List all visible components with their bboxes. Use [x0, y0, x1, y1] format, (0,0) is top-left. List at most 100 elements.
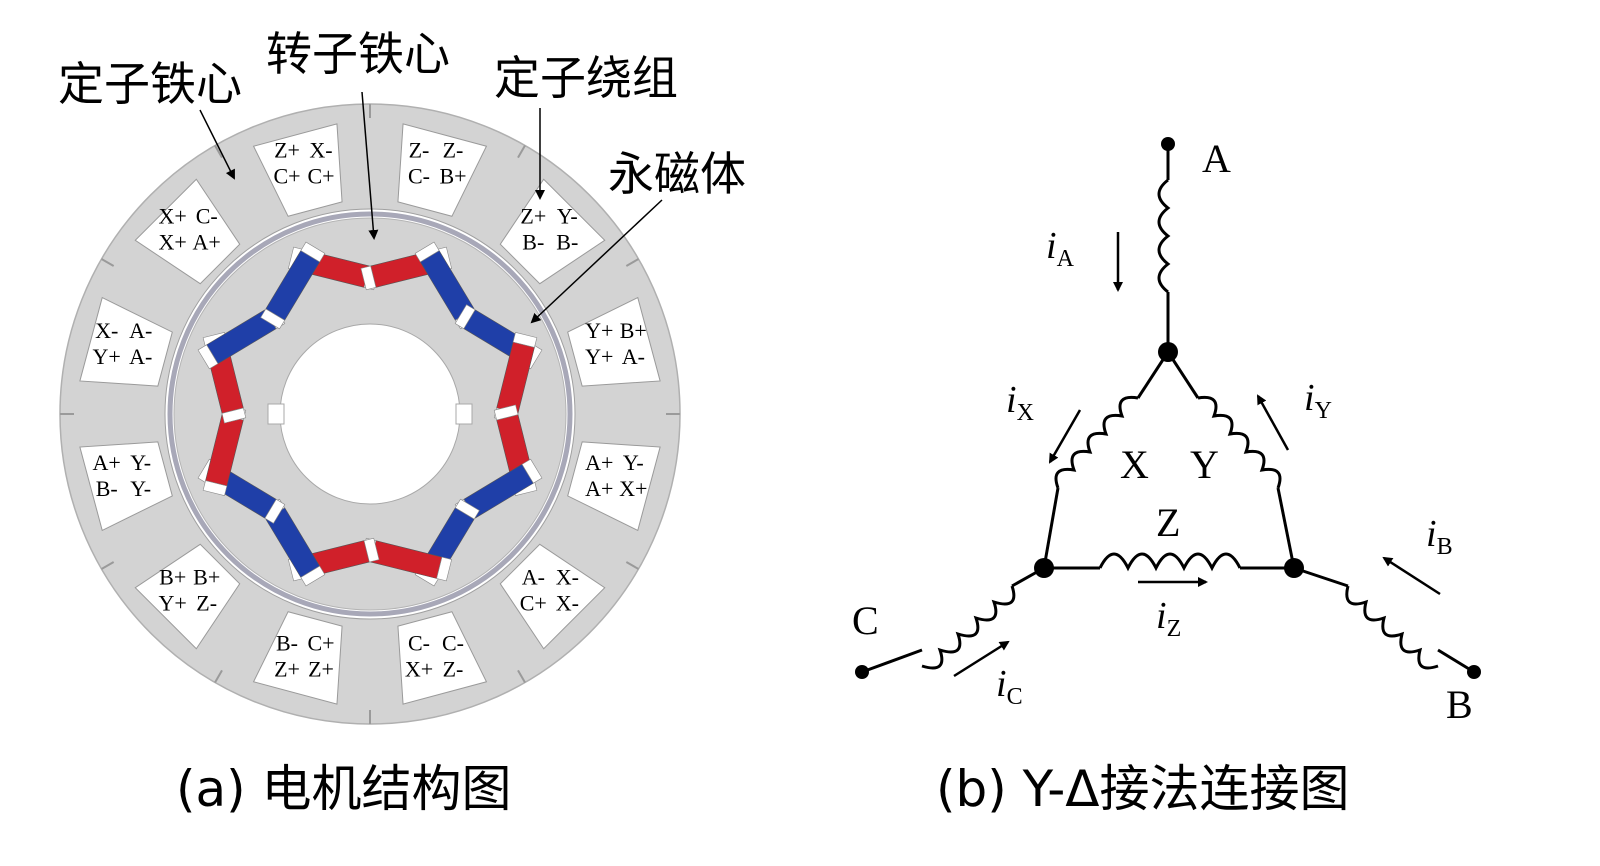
slot-winding-label: Z+ — [274, 656, 300, 681]
magnet-barrier — [512, 331, 538, 348]
stator-slot — [134, 178, 241, 285]
slot-winding-label: Y+ — [159, 590, 187, 615]
current-iz-label: iZ — [1156, 595, 1181, 642]
coil-y — [1197, 395, 1282, 489]
magnet-barrier — [260, 308, 286, 330]
arrow-ix — [1048, 409, 1082, 464]
stator-slot — [567, 441, 661, 532]
coil-b — [1345, 585, 1439, 670]
shaft-hole — [279, 323, 461, 505]
outer-notch — [517, 669, 526, 683]
slot-winding-label: Z+ — [520, 204, 546, 229]
magnet-barrier — [414, 241, 440, 263]
outer-notch — [214, 669, 223, 683]
slot-winding-label: Z- — [443, 138, 464, 163]
arrow-permanent-magnet — [530, 199, 663, 324]
stator-slot — [499, 178, 606, 285]
stator-slot — [567, 296, 661, 387]
label-rotor-core: 转子铁心 — [266, 27, 450, 81]
slot-winding-label: A+ — [193, 230, 221, 255]
slot-winding-label: Y+ — [585, 318, 613, 343]
slot-winding-label: B- — [276, 630, 298, 655]
slot-winding-label: X- — [556, 564, 579, 589]
slot-winding-label: B- — [522, 230, 544, 255]
slot-winding-label: B+ — [620, 318, 647, 343]
wire-c-out — [861, 648, 923, 674]
node-c — [1034, 558, 1054, 578]
magnet-barrier — [202, 480, 228, 497]
outer-notch — [517, 145, 526, 159]
magnet-barrier — [454, 498, 480, 520]
wire-y-bottom — [1276, 487, 1296, 569]
magnet-barrier — [360, 265, 377, 291]
slot-winding-label: A+ — [585, 476, 613, 501]
permanent-magnet — [260, 241, 326, 330]
slot-winding-label: X+ — [159, 230, 187, 255]
terminal-a-label: A — [1202, 136, 1231, 181]
label-permanent-magnet: 永磁体 — [608, 147, 746, 201]
current-arrows — [953, 232, 1441, 678]
slot-winding-label: C+ — [520, 590, 547, 615]
shaft-keyway-right — [455, 403, 473, 425]
outer-notch — [625, 561, 639, 570]
slot-winding-label: X- — [95, 318, 118, 343]
arrow-ic — [953, 640, 1010, 678]
slot-winding-label: B+ — [193, 564, 220, 589]
current-ix-label: iX — [1006, 379, 1034, 426]
terminal-c-label: C — [852, 598, 879, 643]
slot-winding-label: X+ — [159, 204, 187, 229]
magnet-barrier — [300, 241, 326, 263]
magnet-barrier — [197, 344, 219, 370]
wire-x-bottom — [1042, 487, 1060, 569]
current-ia-label: iA — [1046, 225, 1075, 272]
magnet-barrier — [436, 556, 453, 582]
outer-notch — [101, 561, 115, 570]
label-stator-core: 定子铁心 — [58, 57, 242, 111]
current-ib-label: iB — [1426, 513, 1453, 560]
slot-winding-label: Y- — [130, 476, 151, 501]
slot-winding-label: A- — [622, 344, 645, 369]
slot-winding-label: A- — [522, 564, 545, 589]
slot-winding-label: B+ — [439, 164, 466, 189]
slot-winding-label: C+ — [307, 164, 334, 189]
coil-a — [1157, 178, 1171, 294]
slot-winding-label: X- — [556, 590, 579, 615]
slot-winding-label: B- — [96, 476, 118, 501]
slot-winding-label: B- — [556, 230, 578, 255]
slot-winding-label: Z- — [443, 656, 464, 681]
slot-winding-label: X- — [309, 138, 332, 163]
terminal-a-dot — [1161, 137, 1175, 151]
slot-winding-label: Z+ — [274, 138, 300, 163]
circuit-nodes — [855, 137, 1481, 679]
arrow-rotor-core — [361, 91, 379, 240]
outer-notch — [214, 145, 223, 159]
terminal-c-dot — [855, 665, 869, 679]
magnet-barrier — [521, 458, 543, 484]
stator-slot — [134, 543, 241, 650]
slot-winding-label: Y- — [130, 450, 151, 475]
stator-slot — [79, 441, 173, 532]
slot-winding-label: Y+ — [93, 344, 121, 369]
slot-winding-label: Y- — [623, 450, 644, 475]
slot-winding-label: A+ — [93, 450, 121, 475]
slot-winding-label: C- — [442, 630, 464, 655]
slot-winding-label: Y+ — [585, 344, 613, 369]
current-iy-label: iY — [1304, 377, 1332, 424]
caption-a: (a) 电机结构图 — [176, 760, 512, 818]
slot-winding-label: A+ — [585, 450, 613, 475]
terminal-b-label: B — [1446, 682, 1473, 727]
coil-c — [921, 585, 1016, 670]
slot-winding-label: X+ — [619, 476, 647, 501]
outer-notch — [101, 258, 115, 267]
slot-winding-label: C- — [196, 204, 218, 229]
current-ic-label: iC — [996, 663, 1023, 710]
slot-winding-labels: Z-Z-C-B+Z+Y-B-B-Y+B+Y+A-A+Y-A+X+A-X-C+X-… — [93, 138, 648, 682]
coil-y-label: Y — [1190, 442, 1219, 487]
slot-winding-label: C+ — [307, 630, 334, 655]
slot-winding-label: Z- — [409, 138, 430, 163]
rotor-sleeve — [167, 211, 573, 617]
outer-notch — [625, 258, 639, 267]
arrow-ib — [1382, 556, 1441, 596]
coil-x — [1054, 395, 1139, 489]
stator-slot — [397, 611, 488, 705]
